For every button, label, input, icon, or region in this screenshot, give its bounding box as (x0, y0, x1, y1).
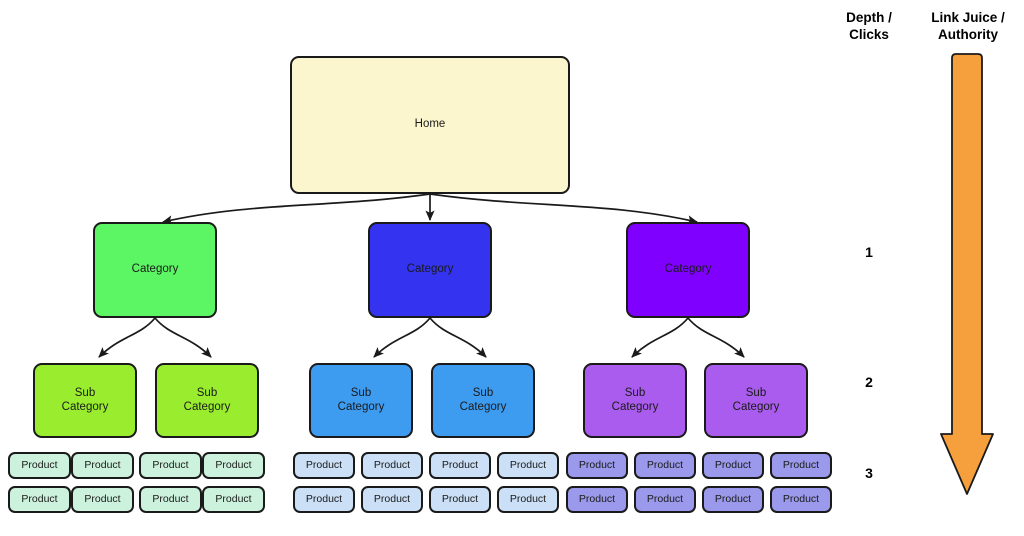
node-product-purple-6[interactable]: Product (770, 452, 832, 479)
node-product-blue-8-label: Product (509, 493, 547, 506)
node-subcategory-green-2[interactable]: Sub Category (155, 363, 259, 438)
node-product-green-1-label: Product (21, 459, 58, 472)
node-category-green-label: Category (131, 263, 179, 276)
node-subcategory-blue-1[interactable]: Sub Category (309, 363, 413, 438)
node-product-blue-1-label: Product (305, 459, 343, 472)
node-product-green-5-label: Product (152, 459, 189, 472)
node-product-blue-7[interactable]: Product (429, 486, 491, 513)
node-subcategory-purple-1[interactable]: Sub Category (583, 363, 687, 438)
node-product-purple-1-label: Product (578, 459, 616, 472)
node-product-purple-7[interactable]: Product (702, 486, 764, 513)
node-subcategory-blue-1-label: Sub Category (337, 386, 385, 413)
node-product-green-2[interactable]: Product (71, 452, 134, 479)
node-product-green-8[interactable]: Product (202, 486, 265, 513)
node-product-blue-2[interactable]: Product (361, 452, 423, 479)
node-subcategory-green-1-label: Sub Category (61, 386, 109, 413)
node-home[interactable]: Home (290, 56, 570, 194)
node-subcategory-purple-2-label: Sub Category (732, 386, 780, 413)
node-product-green-7-label: Product (152, 493, 189, 506)
node-product-purple-2-label: Product (646, 459, 684, 472)
node-product-blue-3-label: Product (305, 493, 343, 506)
column-header-link-juice-authority: Link Juice / Authority (931, 10, 1005, 42)
depth-level-2: 2 (865, 374, 873, 390)
node-product-purple-4-label: Product (646, 493, 684, 506)
node-product-blue-6[interactable]: Product (497, 452, 559, 479)
node-subcategory-purple-1-label: Sub Category (611, 386, 659, 413)
node-product-purple-4[interactable]: Product (634, 486, 696, 513)
node-category-green[interactable]: Category (93, 222, 217, 318)
node-product-purple-5-label: Product (714, 459, 752, 472)
node-product-purple-5[interactable]: Product (702, 452, 764, 479)
node-product-blue-5[interactable]: Product (429, 452, 491, 479)
node-subcategory-green-1[interactable]: Sub Category (33, 363, 137, 438)
node-product-purple-8[interactable]: Product (770, 486, 832, 513)
node-product-purple-7-label: Product (714, 493, 752, 506)
node-product-purple-8-label: Product (782, 493, 820, 506)
node-product-blue-4[interactable]: Product (361, 486, 423, 513)
node-product-purple-6-label: Product (782, 459, 820, 472)
node-product-green-1[interactable]: Product (8, 452, 71, 479)
node-product-green-3-label: Product (21, 493, 58, 506)
node-product-purple-3[interactable]: Product (566, 486, 628, 513)
node-product-blue-5-label: Product (441, 459, 479, 472)
node-product-blue-1[interactable]: Product (293, 452, 355, 479)
node-subcategory-blue-2[interactable]: Sub Category (431, 363, 535, 438)
node-product-blue-7-label: Product (441, 493, 479, 506)
node-category-purple-label: Category (664, 263, 712, 276)
home-to-category-edges (162, 193, 698, 225)
node-product-blue-4-label: Product (373, 493, 411, 506)
node-product-green-6-label: Product (215, 459, 252, 472)
node-product-blue-6-label: Product (509, 459, 547, 472)
node-subcategory-purple-2[interactable]: Sub Category (704, 363, 808, 438)
link-juice-authority-arrow-icon (940, 53, 994, 495)
node-subcategory-blue-2-label: Sub Category (459, 386, 507, 413)
column-header-depth-clicks: Depth / Clicks (846, 10, 892, 42)
node-product-purple-1[interactable]: Product (566, 452, 628, 479)
depth-level-3: 3 (865, 465, 873, 481)
node-product-green-4-label: Product (84, 493, 121, 506)
depth-level-1: 1 (865, 244, 873, 260)
node-product-green-6[interactable]: Product (202, 452, 265, 479)
node-product-purple-2[interactable]: Product (634, 452, 696, 479)
node-product-blue-8[interactable]: Product (497, 486, 559, 513)
category-to-sub-edges (98, 317, 745, 358)
node-product-green-5[interactable]: Product (139, 452, 202, 479)
node-product-green-2-label: Product (84, 459, 121, 472)
node-product-green-3[interactable]: Product (8, 486, 71, 513)
node-product-green-7[interactable]: Product (139, 486, 202, 513)
node-product-green-8-label: Product (215, 493, 252, 506)
node-product-green-4[interactable]: Product (71, 486, 134, 513)
node-product-blue-3[interactable]: Product (293, 486, 355, 513)
node-category-purple[interactable]: Category (626, 222, 750, 318)
node-product-blue-2-label: Product (373, 459, 411, 472)
node-category-blue-label: Category (406, 263, 454, 276)
node-product-purple-3-label: Product (578, 493, 616, 506)
node-category-blue[interactable]: Category (368, 222, 492, 318)
node-home-label: Home (414, 118, 446, 131)
node-subcategory-green-2-label: Sub Category (183, 386, 231, 413)
